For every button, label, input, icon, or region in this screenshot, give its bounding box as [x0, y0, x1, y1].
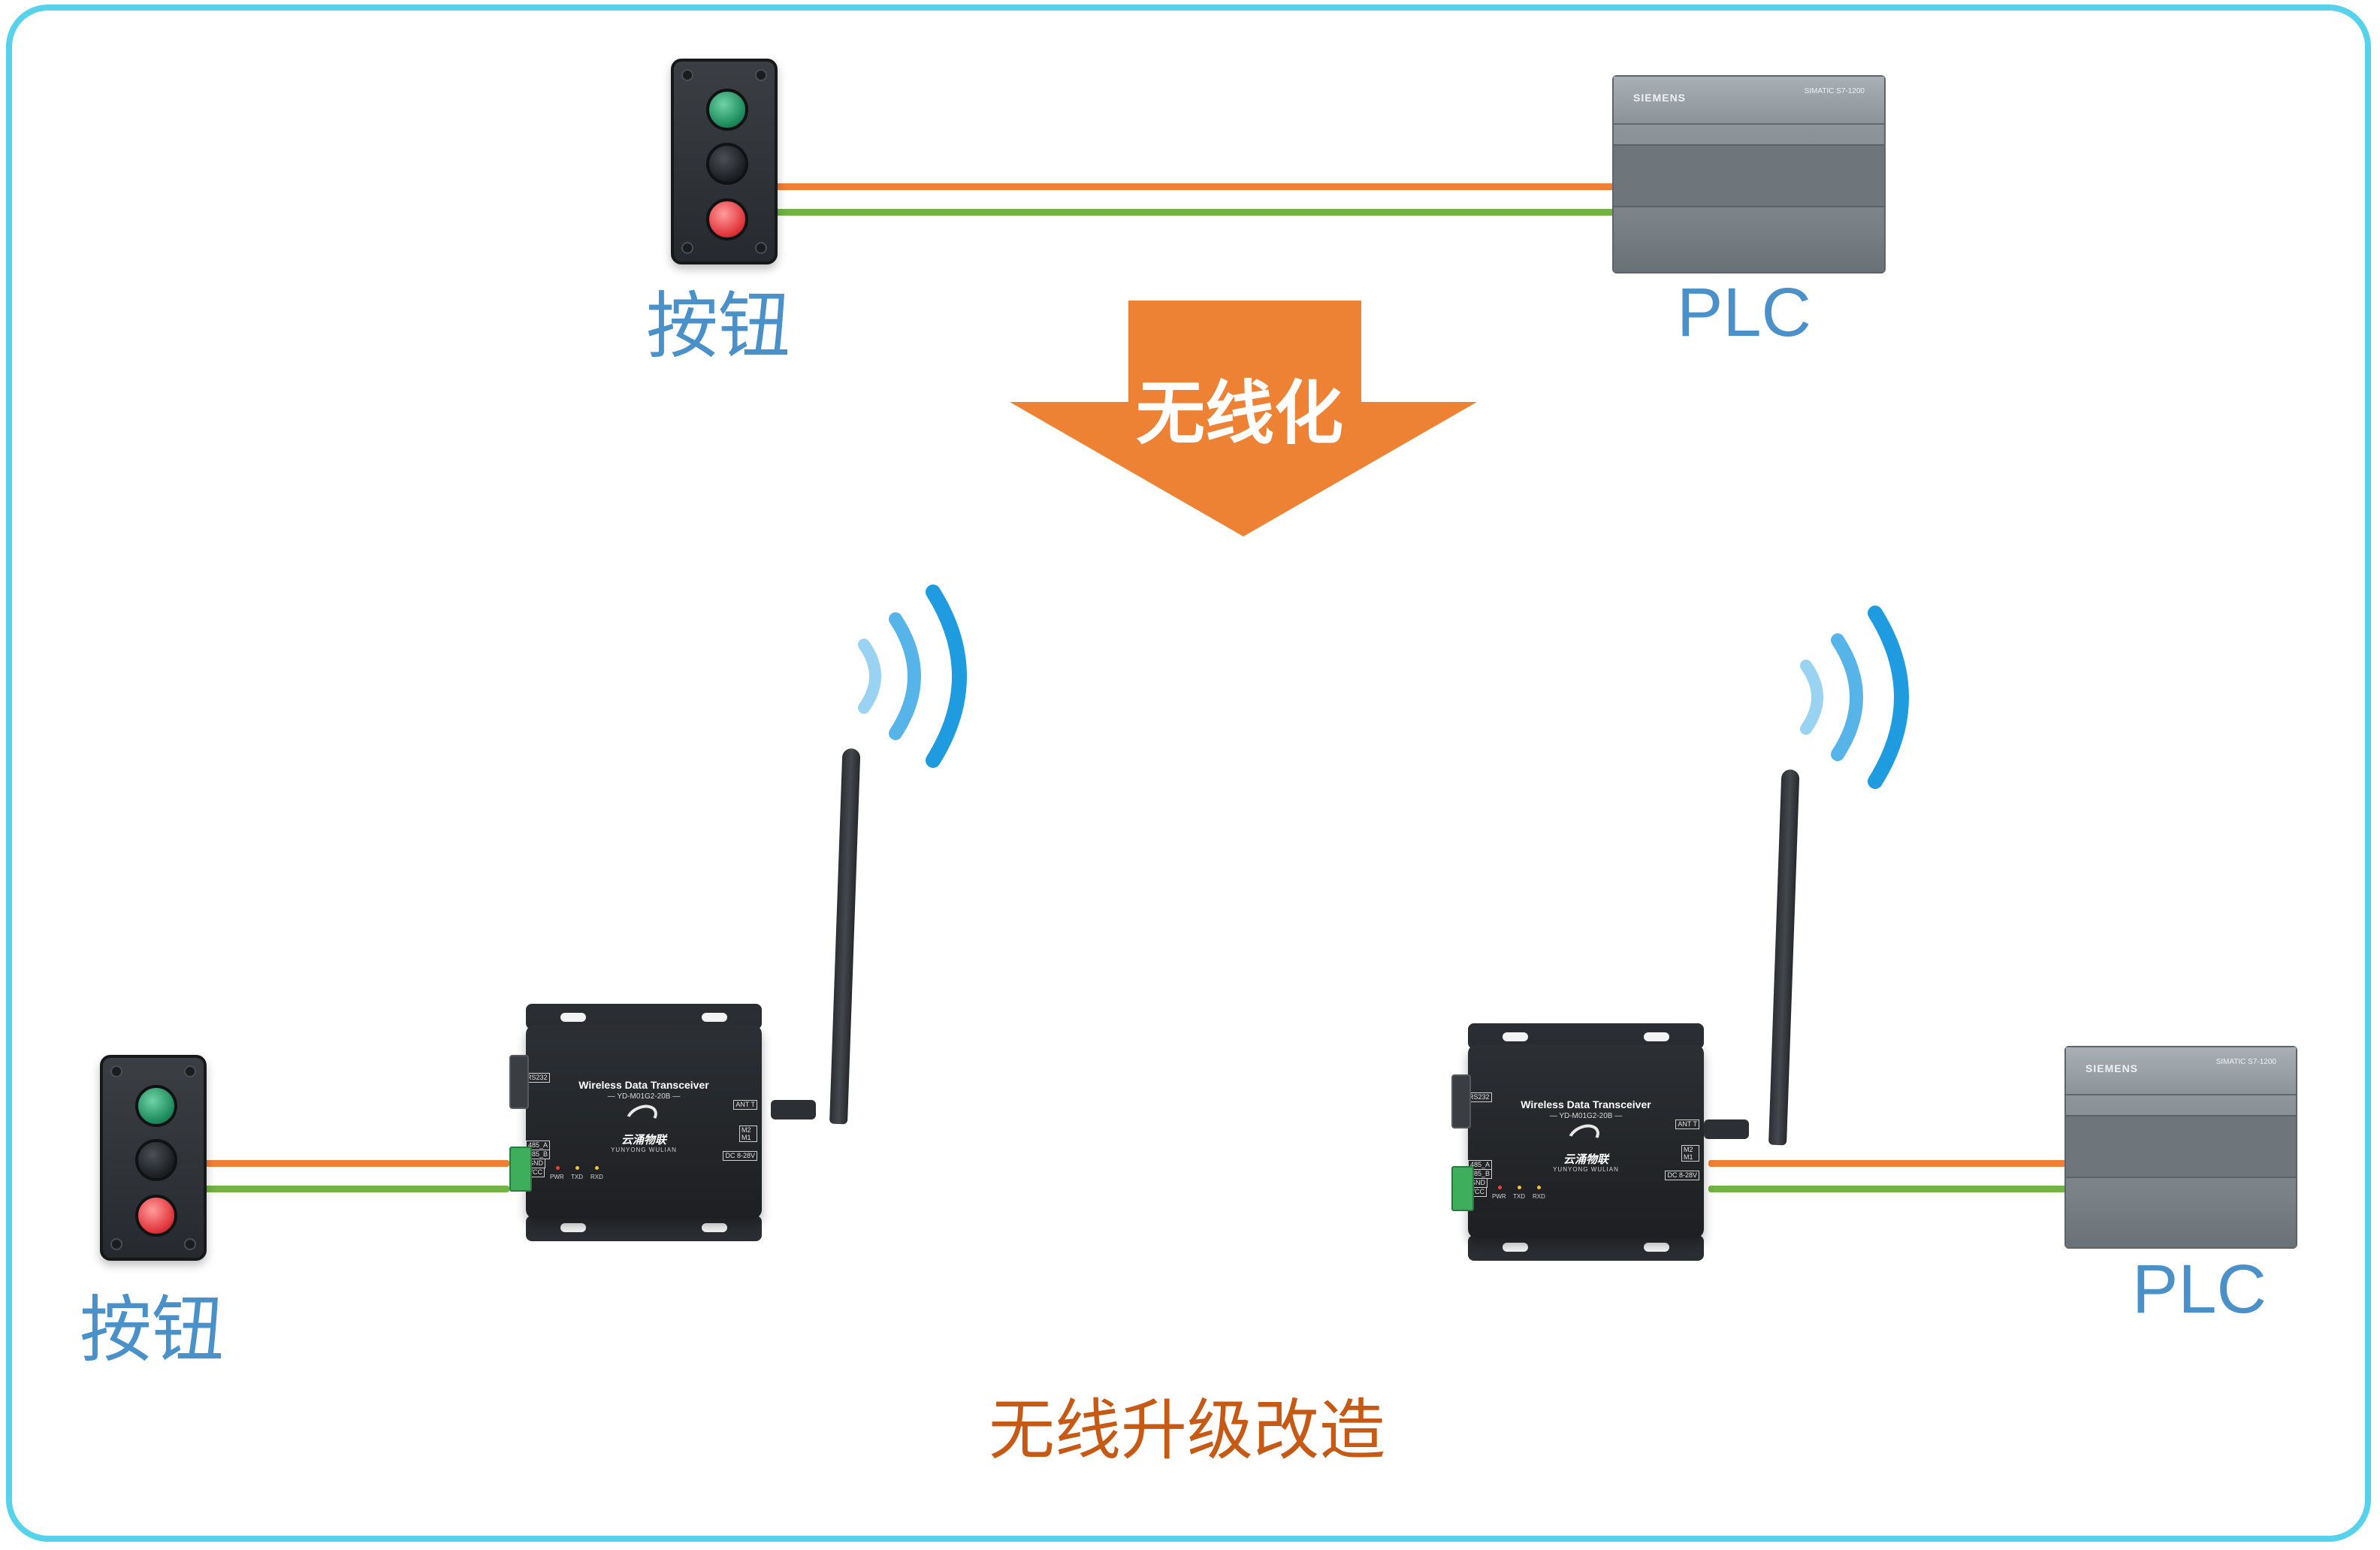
down-arrow-icon [1010, 301, 1477, 536]
top-wire-orange [775, 183, 1617, 190]
led-txd-label: TXD [571, 1174, 583, 1180]
plc-io-strip [2066, 1115, 2296, 1178]
port-m2m1: M2 M1 [1681, 1145, 1699, 1162]
terminal-block-icon [509, 1147, 532, 1192]
screw-icon [110, 1238, 122, 1250]
plc-top-panel: SIEMENS SIMATIC S7-1200 [1614, 77, 1884, 125]
left-wire-orange [204, 1160, 509, 1167]
db9-connector-icon [509, 1055, 529, 1109]
led-txd-icon [1518, 1186, 1521, 1189]
plc-bottom-panel [1614, 219, 1884, 272]
left-wifi-signal-icon [858, 585, 967, 768]
bottom-plc-label: PLC [2132, 1251, 2267, 1328]
brand-logo-icon [621, 1100, 662, 1135]
bottom-plc-icon: SIEMENS SIMATIC S7-1200 [2064, 1046, 2297, 1249]
led-pwr-label: PWR [1492, 1193, 1506, 1200]
bottom-push-button-box-icon [100, 1055, 207, 1261]
red-button-icon [706, 198, 748, 240]
plc-top-panel: SIEMENS SIMATIC S7-1200 [2066, 1047, 2296, 1095]
top-wire-green [775, 209, 1617, 216]
plc-brand: SIEMENS [2086, 1062, 2139, 1074]
green-button-icon [135, 1085, 177, 1127]
port-dc: DC 8-28V [723, 1151, 757, 1161]
left-wireless-transceiver-icon: Wireless Data Transceiver — YD-M01G2-20B… [509, 1004, 775, 1241]
screw-icon [184, 1238, 196, 1250]
screw-icon [755, 69, 767, 81]
arrow-label: 无线化 [1135, 373, 1343, 454]
plc-brand: SIEMENS [1633, 92, 1687, 104]
bottom-button-label: 按钮 [80, 1288, 224, 1372]
right-wire-green [1708, 1186, 2072, 1192]
port-dc: DC 8-28V [1665, 1171, 1699, 1180]
red-button-icon [135, 1195, 177, 1237]
led-rxd-label: RXD [590, 1174, 603, 1180]
brand-cn: 云涌物联 [1563, 1153, 1608, 1166]
transceiver-model: — YD-M01G2-20B — [607, 1092, 681, 1101]
plc-model: SIMATIC S7-1200 [2215, 1058, 2276, 1066]
left-antenna-base [771, 1100, 816, 1119]
left-wire-green [204, 1186, 509, 1192]
brand-logo-icon [1563, 1119, 1604, 1154]
top-push-button-box-icon [671, 59, 778, 264]
port-ant: ANT T [1675, 1119, 1699, 1129]
transceiver-body: Wireless Data Transceiver — YD-M01G2-20B… [1466, 1044, 1704, 1238]
black-button-icon [706, 143, 748, 185]
right-wire-orange [1708, 1160, 2072, 1167]
bottom-caption: 无线升级改造 [988, 1391, 1385, 1469]
led-rxd-label: RXD [1533, 1193, 1545, 1200]
right-wifi-signal-icon [1800, 606, 1909, 789]
top-plc-label: PLC [1677, 274, 1811, 351]
green-button-icon [706, 89, 748, 131]
port-m2m1: M2 M1 [739, 1125, 757, 1142]
brand-en: YUNYONG WULIAN [1553, 1166, 1619, 1173]
port-ant: ANT T [733, 1100, 757, 1110]
led-rxd-icon [595, 1166, 599, 1170]
led-rxd-icon [1537, 1186, 1541, 1189]
top-button-label: 按钮 [646, 284, 790, 368]
top-plc-icon: SIEMENS SIMATIC S7-1200 [1612, 75, 1886, 273]
transceiver-model: — YD-M01G2-20B — [1549, 1112, 1623, 1120]
right-wireless-transceiver-icon: Wireless Data Transceiver — YD-M01G2-20B… [1451, 1023, 1717, 1261]
transceiver-title: Wireless Data Transceiver [578, 1079, 709, 1091]
frame-border [6, 5, 2371, 1542]
screw-icon [681, 242, 693, 254]
brand-cn: 云涌物联 [621, 1133, 666, 1147]
led-txd-icon [575, 1166, 579, 1170]
plc-io-strip [1614, 144, 1884, 207]
led-pwr-label: PWR [550, 1174, 564, 1180]
screw-icon [681, 69, 693, 81]
led-pwr-icon [556, 1166, 560, 1170]
brand-en: YUNYONG WULIAN [611, 1147, 677, 1153]
screw-icon [755, 242, 767, 254]
black-button-icon [135, 1139, 177, 1181]
screw-icon [110, 1065, 122, 1077]
right-antenna-base [1704, 1119, 1749, 1139]
led-pwr-icon [1498, 1186, 1502, 1189]
screw-icon [184, 1065, 196, 1077]
transceiver-body: Wireless Data Transceiver — YD-M01G2-20B… [524, 1025, 762, 1219]
plc-model: SIMATIC S7-1200 [1804, 87, 1865, 95]
plc-bottom-panel [2066, 1195, 2296, 1247]
led-txd-label: TXD [1513, 1193, 1525, 1200]
transceiver-title: Wireless Data Transceiver [1521, 1098, 1651, 1110]
terminal-block-icon [1451, 1166, 1474, 1211]
db9-connector-icon [1451, 1074, 1471, 1129]
